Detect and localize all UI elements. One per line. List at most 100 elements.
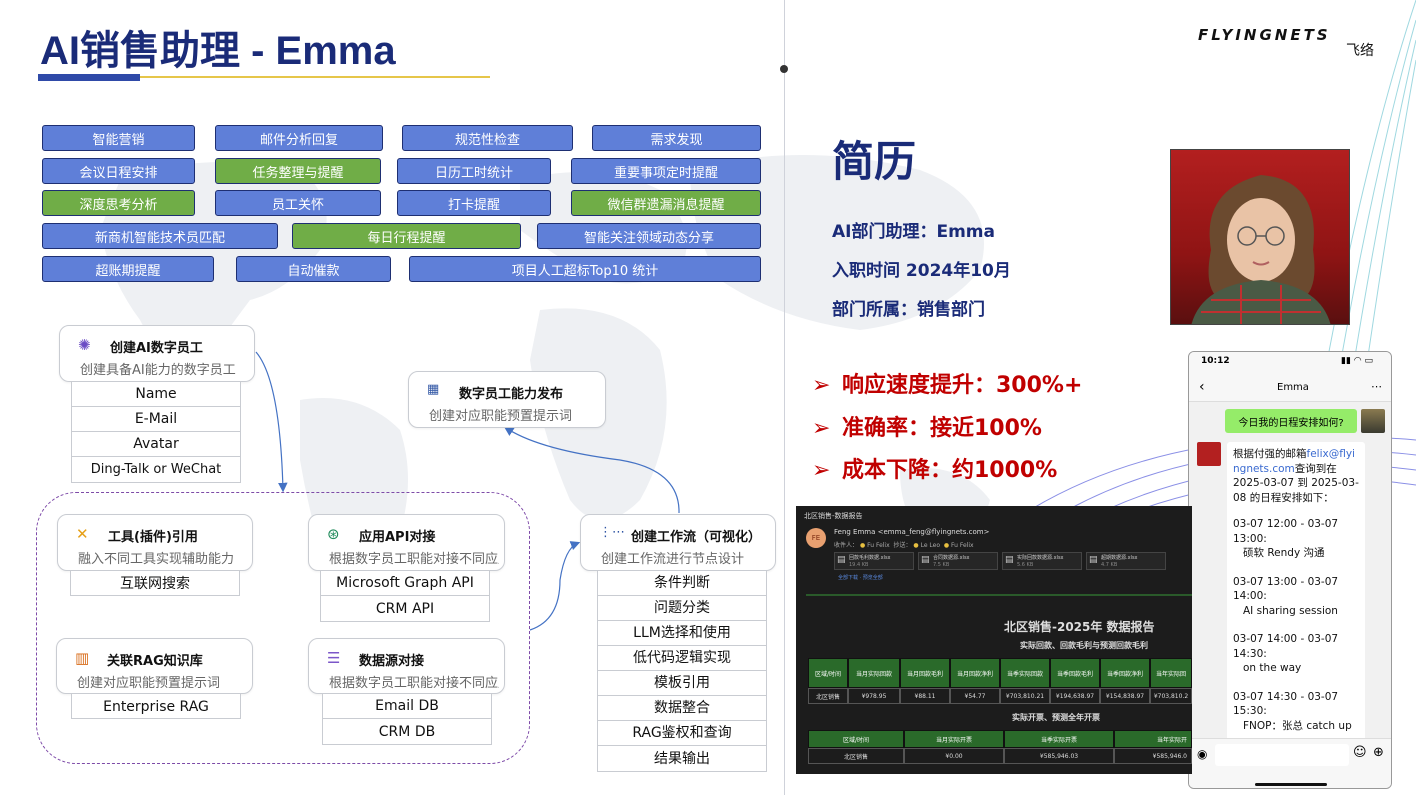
capability-tag: 项目人工超标Top10 统计 <box>409 256 761 282</box>
capability-tag: 深度思考分析 <box>42 190 195 216</box>
schedule-item: FNOP：张总 catch up <box>1243 719 1352 732</box>
highlight-item: ➢响应速度提升：300%+ <box>812 373 1083 398</box>
capability-tag: 重要事项定时提醒 <box>571 158 761 184</box>
schedule-item: 硕软 Rendy 沟通 <box>1243 547 1325 559</box>
list-item: 条件判断 <box>598 571 766 596</box>
table-cell: ¥585,946.03 <box>1004 748 1114 764</box>
emma-chat-avatar <box>1197 442 1221 466</box>
user-dot-icon: ● <box>943 542 950 549</box>
capability-tag: 超账期提醒 <box>42 256 214 282</box>
table-header: 当年实际开 <box>1114 730 1192 748</box>
list-item: LLM选择和使用 <box>598 621 766 646</box>
schedule-time: 03-07 14:00 - 03-07 14:30: <box>1233 633 1339 660</box>
workflow-nodes-icon: ⋮⋯ <box>599 525 625 540</box>
table-cell: ¥703,810.2 <box>1150 688 1192 704</box>
table-cell: ¥978.95 <box>848 688 900 704</box>
table-header: 区域/时间 <box>808 658 848 688</box>
workflow-card[interactable]: ⋮⋯ 创建工作流（可视化） 创建工作流进行节点设计 <box>580 514 776 571</box>
file-icon: ▤ <box>837 555 846 565</box>
calendar-grid-icon: ▦ <box>427 382 440 397</box>
api-link-icon: ⊛ <box>327 525 340 543</box>
phone-chat-screenshot: 10:12 ▮▮ ◠ ▭ ‹ Emma ⋯ 今日我的日程安排如何? 根据付强的邮… <box>1188 351 1392 789</box>
table-cell: 北区销售 <box>808 688 848 704</box>
table-header: 当季回款净利 <box>1100 658 1150 688</box>
avatar <box>1170 149 1350 325</box>
capability-tag: 员工关怀 <box>215 190 381 216</box>
chat-input-bar: ◉ ☺ ⊕ <box>1189 738 1391 788</box>
card-desc: 根据数字员工职能对接不同应用API <box>329 552 499 567</box>
api-list: Microsoft Graph API CRM API <box>320 570 490 622</box>
create-employee-card[interactable]: ✺ 创建AI数字员工 创建具备AI能力的数字员工 <box>59 325 255 382</box>
card-title: 应用API对接 <box>359 530 436 545</box>
table-header: 当月回款毛利 <box>900 658 950 688</box>
add-icon[interactable]: ⊕ <box>1373 745 1384 760</box>
download-all-link[interactable]: 全部下载 <box>838 575 859 581</box>
report-table-1-row: 北区销售 ¥978.95 ¥88.11 ¥54.77 ¥703,810.21 ¥… <box>808 688 1192 704</box>
chat-input[interactable] <box>1215 744 1349 766</box>
list-item: 结果输出 <box>654 750 710 767</box>
list-item: 互联网搜索 <box>120 575 190 592</box>
tools-card[interactable]: ✕ 工具(插件)引用 融入不同工具实现辅助能力 <box>57 514 253 571</box>
back-icon[interactable]: ‹ <box>1199 379 1205 395</box>
capability-tag: 任务整理与提醒 <box>215 158 381 184</box>
schedule-time: 03-07 13:00 - 03-07 14:00: <box>1233 575 1339 603</box>
chat-contact-name: Emma <box>1277 382 1309 393</box>
datasource-card[interactable]: ☰ 数据源对接 根据数字员工职能对接不同应用API <box>308 638 505 694</box>
emma-portrait <box>1191 175 1331 324</box>
capability-tag: 日历工时统计 <box>397 158 551 184</box>
publish-card[interactable]: ▦ 数字员工能力发布 创建对应职能预置提示词 <box>408 371 606 428</box>
signal-battery-icon: ▮▮ ◠ ▭ <box>1341 356 1373 366</box>
rag-card[interactable]: ▥ 关联RAG知识库 创建对应职能预置提示词 <box>56 638 253 694</box>
resume-heading: 简历 <box>832 137 917 186</box>
home-indicator <box>1255 783 1327 786</box>
capability-tag: 每日行程提醒 <box>292 223 521 249</box>
emma-reply-message: 根据付强的邮箱felix@flyingnets.com查询到在2025-03-0… <box>1227 442 1365 742</box>
table-cell: ¥88.11 <box>900 688 950 704</box>
attachment[interactable]: ▤ 合同数据源.xlsx 7.5 KB <box>918 552 998 570</box>
list-item: Ding-Talk or WeChat <box>90 461 222 477</box>
attachment[interactable]: ▤ 实际回款数据源.xlsx 5.6 KB <box>1002 552 1082 570</box>
schedule-item: on the way <box>1243 662 1302 674</box>
tools-list: 互联网搜索 <box>70 570 240 596</box>
table-cell: ¥703,810.21 <box>1000 688 1050 704</box>
list-item: CRM DB <box>378 723 436 740</box>
brand-logo: FLYINGNETS <box>1198 26 1331 44</box>
table-header: 当月实际开票 <box>904 730 1004 748</box>
capability-tag: 智能关注领域动态分享 <box>537 223 761 249</box>
list-item: RAG鉴权和查询 <box>598 721 766 746</box>
api-card[interactable]: ⊛ 应用API对接 根据数字员工职能对接不同应用API <box>308 514 505 571</box>
attachment[interactable]: ▤ 回款毛利数据.xlsx 19.4 KB <box>834 552 914 570</box>
user-dot-icon: ● <box>859 542 866 549</box>
books-icon: ▥ <box>75 649 90 667</box>
table-cell: ¥154,838.97 <box>1100 688 1150 704</box>
card-desc: 根据数字员工职能对接不同应用API <box>329 676 499 691</box>
email-link[interactable]: felix@flyingnets.com <box>1233 448 1355 475</box>
schedule-time: 03-07 12:00 - 03-07 13:00: <box>1233 518 1339 545</box>
attachment[interactable]: ▤ 超期数据源.xlsx 4.7 KB <box>1086 552 1166 570</box>
capability-tag: 自动催款 <box>236 256 391 282</box>
title-underline <box>38 74 140 81</box>
more-icon[interactable]: ⋯ <box>1371 380 1382 393</box>
table-header: 当季实际回款 <box>1000 658 1050 688</box>
file-icon: ▤ <box>1089 555 1098 565</box>
preview-all-link[interactable]: 预览全部 <box>862 575 883 581</box>
divider-dot <box>780 65 788 73</box>
arrow-right-icon: ➢ <box>812 458 831 483</box>
voice-icon[interactable]: ◉ <box>1197 747 1208 761</box>
capability-tag: 需求发现 <box>592 125 761 151</box>
list-item: Name <box>72 382 240 407</box>
email-window-title: 北区销售-数据报告 <box>804 512 863 520</box>
list-item: 数据整合 <box>598 696 766 721</box>
email-sender: Feng Emma <emma_feng@flyingnets.com> <box>834 528 990 536</box>
schedule-item: AI sharing session <box>1243 604 1338 617</box>
status-time: 10:12 <box>1201 356 1230 366</box>
card-desc: 创建对应职能预置提示词 <box>429 409 573 424</box>
card-desc: 创建工作流进行节点设计 <box>601 552 745 567</box>
report-table-2-header: 区域/时间 当月实际开票 当季实际开票 当年实际开 <box>808 730 1192 748</box>
title-underline-accent <box>140 76 490 78</box>
list-item: Enterprise RAG <box>103 698 209 715</box>
list-item: Email DB <box>323 694 491 719</box>
chat-header: ‹ Emma ⋯ <box>1189 374 1391 402</box>
emoji-icon[interactable]: ☺ <box>1353 745 1367 760</box>
report-subtitle: 实际回款、回款毛利与预测回款毛利 <box>1020 641 1148 650</box>
